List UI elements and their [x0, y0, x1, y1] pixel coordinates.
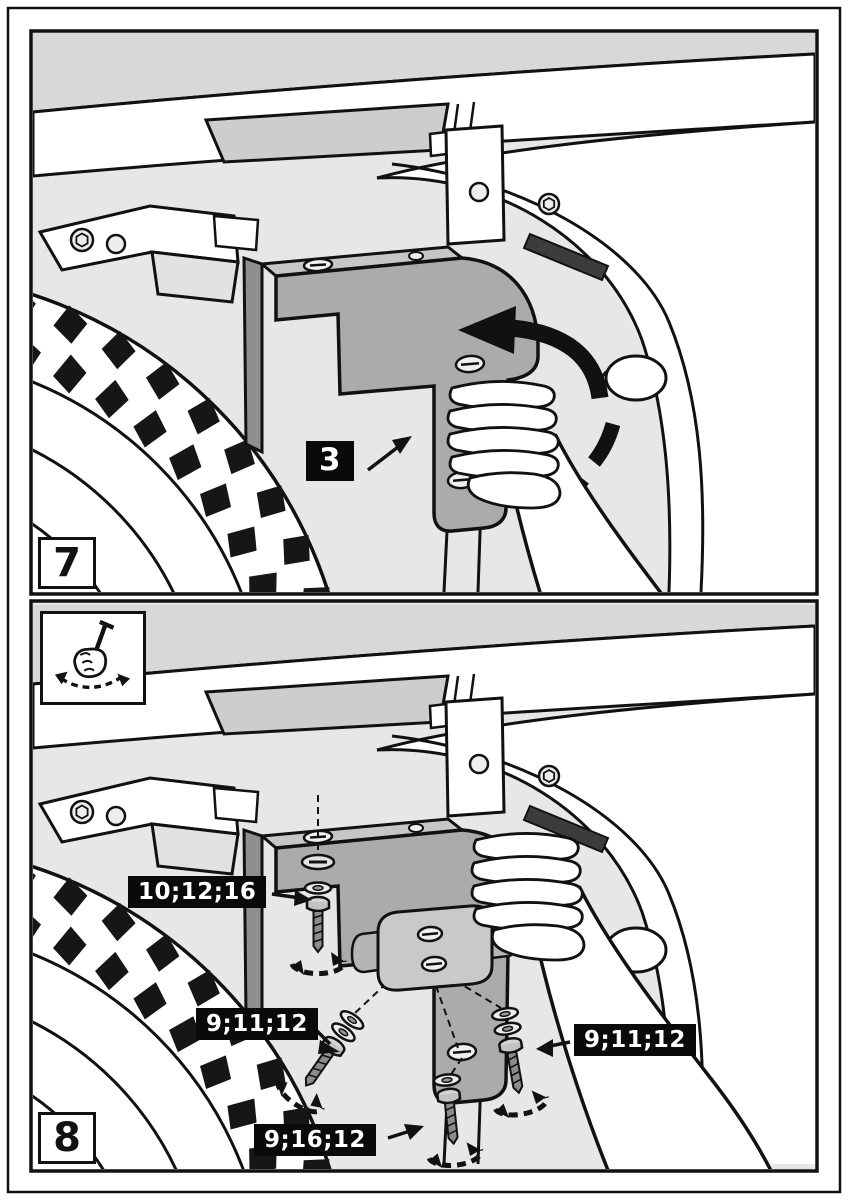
panel-8-border — [29, 599, 819, 1173]
callout-parts-left: 9;11;12 — [196, 1008, 318, 1041]
step-number-7: 7 — [38, 537, 96, 589]
step-number-8: 8 — [38, 1112, 96, 1164]
hand-tighten-pictogram-box — [40, 611, 146, 705]
callout-parts-bottom: 9;16;12 — [254, 1124, 376, 1157]
page-border — [6, 6, 842, 1194]
callout-parts-top: 10;12;16 — [128, 876, 267, 909]
hand-tighten-icon — [54, 619, 131, 690]
callout-part-3: 3 — [306, 441, 355, 481]
panel-7-border — [29, 29, 819, 596]
panel-7-illustration — [33, 33, 815, 592]
callout-parts-right: 9;11;12 — [574, 1024, 696, 1057]
callout-3-arrow — [366, 436, 412, 472]
callout-arrows — [271, 890, 571, 1140]
